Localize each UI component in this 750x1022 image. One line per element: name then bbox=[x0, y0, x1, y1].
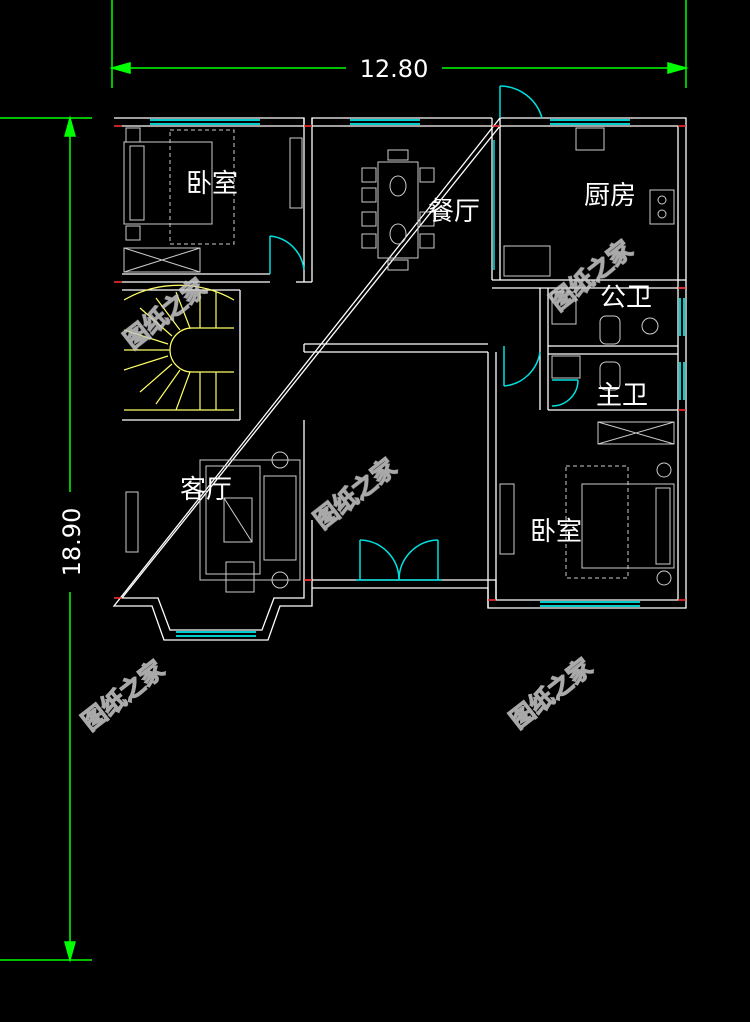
label-bedroom-nw: 卧室 bbox=[186, 169, 238, 199]
stove bbox=[649, 189, 675, 225]
stair-well-top bbox=[169, 327, 234, 351]
sofa-seat bbox=[205, 465, 261, 575]
plate bbox=[389, 175, 407, 197]
watermark: 图纸之家 bbox=[309, 453, 402, 534]
dim-label-bg-v bbox=[56, 492, 84, 592]
lamp bbox=[656, 570, 672, 586]
stair-tread bbox=[175, 371, 191, 411]
tv-living bbox=[125, 491, 139, 553]
door-entrance-right-swing bbox=[398, 539, 439, 581]
sofa-set bbox=[199, 459, 301, 581]
kitchen-sink bbox=[575, 127, 605, 151]
cabinet-nw bbox=[123, 247, 201, 273]
stair-tread bbox=[123, 355, 169, 371]
shower-master bbox=[551, 355, 581, 379]
sofa-main bbox=[263, 475, 297, 561]
dim-arrow-left bbox=[109, 62, 131, 74]
chair bbox=[419, 167, 435, 183]
watermark: 图纸之家 bbox=[119, 273, 212, 354]
cabinet-se bbox=[597, 421, 675, 445]
lamp bbox=[656, 462, 672, 478]
stair-outer-arc bbox=[123, 284, 235, 301]
stair-tread bbox=[139, 307, 173, 337]
bed-se-headboard bbox=[655, 487, 671, 565]
room-labels: 卧室 餐厅 厨房 公卫 主卫 客厅 卧室 bbox=[180, 169, 652, 547]
coffee-table bbox=[223, 497, 253, 543]
rug-se bbox=[565, 465, 629, 579]
door-nw-bedroom-swing bbox=[269, 235, 305, 271]
stair-tread bbox=[155, 297, 181, 331]
watermark: 图纸之家 bbox=[505, 653, 598, 734]
stair-tread bbox=[139, 363, 173, 393]
chair bbox=[361, 233, 377, 249]
chair bbox=[387, 149, 409, 161]
label-kitchen: 厨房 bbox=[584, 181, 636, 211]
dim-arrow-top bbox=[64, 115, 76, 137]
tv-se bbox=[499, 483, 515, 555]
plate bbox=[389, 223, 407, 245]
bed-nw-headboard bbox=[129, 145, 145, 221]
chair bbox=[419, 233, 435, 249]
width-dimension-label: 12.80 bbox=[360, 55, 429, 83]
chair bbox=[387, 259, 409, 271]
label-public-bath: 公卫 bbox=[600, 283, 652, 313]
windows bbox=[150, 119, 685, 637]
side-table bbox=[271, 571, 289, 589]
chair bbox=[419, 211, 435, 227]
dim-arrow-right bbox=[667, 62, 689, 74]
stair-tread bbox=[123, 329, 169, 345]
label-living: 客厅 bbox=[180, 475, 232, 505]
door-master-bath-swing bbox=[551, 379, 579, 407]
label-bedroom-se: 卧室 bbox=[530, 517, 582, 547]
staircase bbox=[123, 284, 235, 411]
nightstand bbox=[125, 225, 141, 241]
chair bbox=[361, 167, 377, 183]
burner bbox=[657, 195, 667, 205]
label-master-bath: 主卫 bbox=[596, 381, 648, 411]
coffee-table-x bbox=[223, 497, 253, 543]
kitchen-counter bbox=[503, 245, 551, 277]
watermark: 图纸之家 bbox=[77, 655, 170, 736]
cabinet-se-x bbox=[597, 421, 675, 445]
dim-arrow-bottom bbox=[64, 941, 76, 963]
wall-ticks bbox=[114, 125, 686, 601]
height-dimension-label: 18.90 bbox=[58, 508, 86, 577]
chair bbox=[361, 211, 377, 227]
door-entrance-left-swing bbox=[359, 539, 400, 581]
tv-nw bbox=[289, 137, 303, 209]
watermarks: 图纸之家 图纸之家 图纸之家 图纸之家 图纸之家 bbox=[76, 235, 638, 737]
furniture bbox=[123, 127, 675, 593]
toilet-public bbox=[599, 315, 621, 345]
shower-public bbox=[551, 291, 577, 325]
walls bbox=[112, 117, 687, 641]
rug-nw bbox=[169, 129, 235, 245]
bed-nw bbox=[123, 141, 213, 225]
dim-label-bg bbox=[346, 56, 442, 80]
armchair bbox=[225, 561, 255, 593]
stair-well-bottom bbox=[169, 349, 234, 373]
burner bbox=[657, 209, 667, 219]
chair bbox=[361, 187, 377, 203]
stair-tread bbox=[155, 369, 181, 405]
nightstand bbox=[125, 127, 141, 143]
toilet-master bbox=[599, 361, 621, 391]
side-table bbox=[271, 451, 289, 469]
stair-tread bbox=[175, 291, 191, 329]
door-kitchen-top-swing bbox=[499, 85, 543, 119]
door-public-bath-swing bbox=[503, 351, 541, 387]
dimension-lines bbox=[0, 0, 689, 963]
doors bbox=[269, 85, 579, 581]
label-dining: 餐厅 bbox=[428, 197, 480, 227]
dining-table bbox=[377, 161, 419, 259]
basin-public bbox=[641, 317, 659, 335]
cabinet-nw-x bbox=[123, 247, 201, 273]
